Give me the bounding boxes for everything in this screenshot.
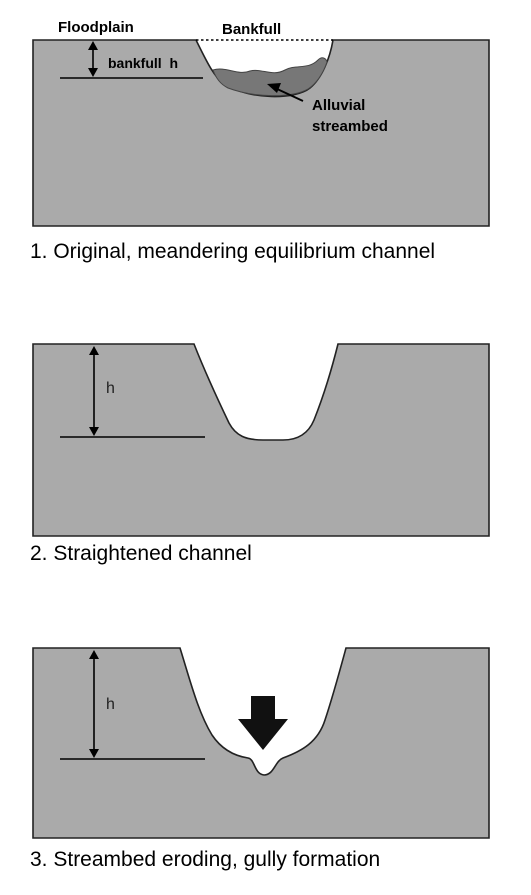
- panel-1-caption: 1. Original, meandering equilibrium chan…: [30, 240, 435, 263]
- panel-2: h 2. Straightened channel: [30, 343, 490, 565]
- downward-erosion-arrow: [238, 696, 288, 750]
- bankfull-depth-arrow: [88, 41, 98, 77]
- panel-3-ground-profile: [32, 647, 490, 839]
- alluvial-pointer-arrow: [267, 83, 304, 102]
- panel-1: Floodplain Bankfull bankfull h Alluvial …: [30, 19, 490, 263]
- depth-arrow: [89, 346, 99, 436]
- bankfull-label: Bankfull: [222, 21, 281, 38]
- alluvial-label-line1: Alluvial: [312, 97, 365, 114]
- floodplain-label: Floodplain: [58, 19, 134, 36]
- panel-2-ground-profile: [32, 343, 490, 537]
- panel-2-caption: 2. Straightened channel: [30, 542, 252, 565]
- alluvial-streambed-deposit: [212, 57, 328, 97]
- panel-3-caption: 3. Streambed eroding, gully formation: [30, 848, 380, 871]
- panel-3: h 3. Streambed eroding, gully formation: [30, 647, 490, 871]
- panel-1-ground-profile: [32, 39, 490, 227]
- alluvial-label-line2: streambed: [312, 118, 388, 135]
- depth-arrow: [89, 650, 99, 758]
- depth-h-label: h: [106, 696, 115, 713]
- depth-h-label: h: [106, 380, 115, 397]
- bankfull-h-label: bankfull h: [108, 55, 178, 71]
